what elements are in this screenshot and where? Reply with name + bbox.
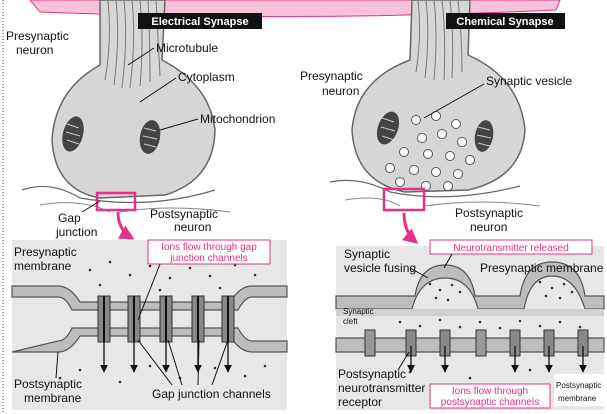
gap-junction-label-1: Gap: [58, 211, 81, 225]
vesicle-fusing-label-1: Synaptic: [344, 247, 390, 261]
chemical-presynaptic-neuron: [330, 0, 540, 206]
electrical-presynaptic-neuron-label-1: Presynaptic: [6, 29, 69, 43]
electrical-ions-flow-label-2: junction channels: [169, 253, 247, 264]
electrical-zoom-arrow: [118, 212, 132, 238]
chemical-postsynaptic-neuron-label-1: Postsynaptic: [455, 206, 523, 220]
chemical-postsynaptic-membrane-label-1: Postsynaptic: [556, 381, 601, 390]
electrical-ions-flow-label-1: Ions flow through gap: [161, 242, 257, 253]
presynaptic-membrane-inner: [336, 309, 604, 316]
electrical-postsynaptic-neuron-label-2: neuron: [174, 220, 211, 234]
synaptic-vesicle-label: Synaptic vesicle: [486, 74, 572, 88]
cytoplasm-label: Cytoplasm: [178, 70, 235, 84]
gap-junction-channels-label: Gap junction channels: [152, 387, 271, 401]
gap-junction-label-2: junction: [55, 225, 97, 239]
electrical-presynaptic-membrane-label-2: membrane: [14, 259, 72, 273]
chemical-ions-flow-label-2: postsynaptic channels: [441, 397, 539, 408]
chemical-postsynaptic-neuron-label-2: neuron: [470, 220, 507, 234]
electrical-postsynaptic-membrane-label-2: membrane: [24, 391, 82, 405]
chemical-postsynaptic-membrane: [336, 338, 604, 352]
receptor-label-2: neurotransmitter: [338, 381, 425, 395]
synaptic-cleft-label-1: Synaptic: [343, 307, 374, 316]
electrical-postsynaptic-neuron-label-1: Postsynaptic: [150, 207, 218, 221]
vesicle-fusing-label-2: vesicle fusing: [344, 261, 416, 275]
chemical-zoom-panel: Synaptic vesicle fusing Neurotransmitter…: [336, 240, 604, 410]
chemical-ions-flow-label-1: Ions flow through: [452, 386, 528, 397]
receptor-label-3: receptor: [338, 395, 382, 409]
mitochondrion-label: Mitochondrion: [200, 112, 275, 126]
chemical-presynaptic-neuron-label-1: Presynaptic: [300, 69, 363, 83]
chemical-presynaptic-neuron-label-2: neuron: [322, 84, 359, 98]
receptor-channel: [365, 330, 375, 356]
chemical-header: Chemical Synapse: [456, 16, 553, 28]
synaptic-cleft-label-2: cleft: [343, 317, 358, 326]
electrical-presynaptic-neuron-label-2: neuron: [16, 43, 53, 57]
microtubule-label: Microtubule: [156, 41, 218, 55]
electrical-postsynaptic-membrane-label-1: Postsynaptic: [14, 377, 82, 391]
receptor-label-1: Postsynaptic: [338, 367, 406, 381]
electrical-header: Electrical Synapse: [151, 16, 248, 28]
chemical-postsynaptic-membrane-label-2: membrane: [558, 394, 597, 403]
electrical-presynaptic-membrane-label-1: Presynaptic: [14, 245, 77, 259]
chemical-zoom-arrow: [404, 213, 416, 242]
electrical-zoom-panel: Ions flow through gap junction channels …: [12, 240, 287, 410]
receptor-channel: [476, 330, 486, 356]
neurotransmitter-released-label: Neurotransmitter released: [453, 243, 569, 254]
chemical-presynaptic-membrane-label: Presynaptic membrane: [480, 261, 604, 275]
